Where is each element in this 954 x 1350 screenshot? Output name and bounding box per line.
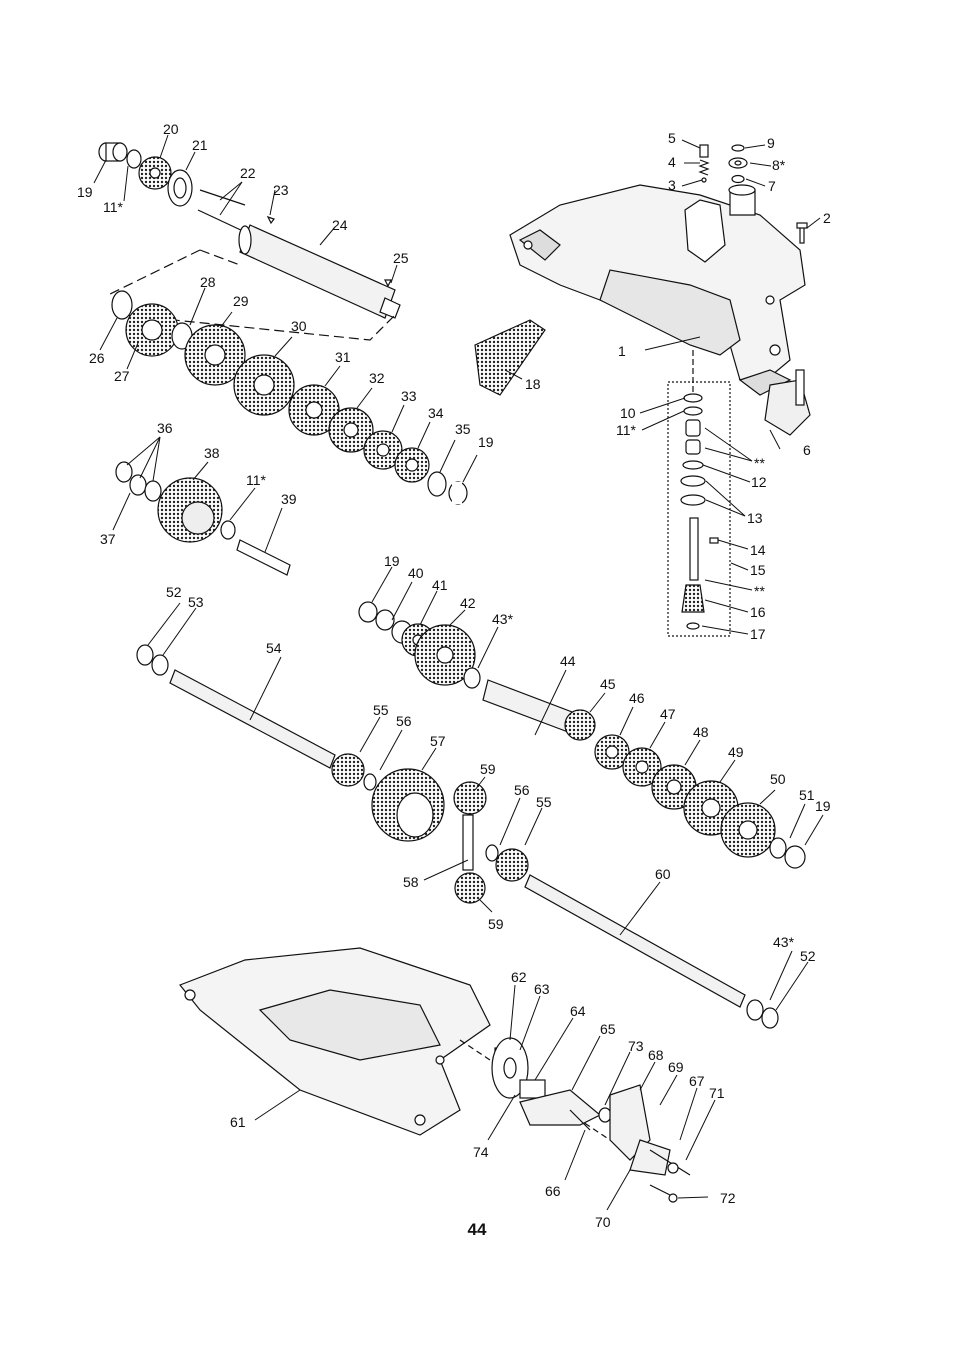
label-part-47: 47	[660, 706, 676, 722]
label-part-46: 46	[629, 690, 645, 706]
label-part-67: 67	[689, 1073, 705, 1089]
label-part-54: 54	[266, 640, 282, 656]
label-part-26: 26	[89, 350, 105, 366]
vertical-shaft-assembly-drawing	[668, 350, 730, 636]
label-part-19-middle: 19	[384, 553, 400, 569]
label-part-43-middle: 43*	[492, 611, 514, 627]
label-part-10: 10	[620, 405, 636, 421]
label-part-18: 18	[525, 376, 541, 392]
label-part-49: 49	[728, 744, 744, 760]
label-part-61: 61	[230, 1114, 246, 1130]
label-part-9: 9	[767, 135, 775, 151]
label-part-14: 14	[750, 542, 766, 558]
label-part-50: 50	[770, 771, 786, 787]
label-part-41: 41	[432, 577, 448, 593]
label-part-55-left: 55	[373, 702, 389, 718]
label-part-19-right: 19	[815, 798, 831, 814]
label-part-56-right: 56	[514, 782, 530, 798]
label-part-59-top: 59	[480, 761, 496, 777]
label-part-52-right: 52	[800, 948, 816, 964]
label-part-51: 51	[799, 787, 815, 803]
label-part-64: 64	[570, 1003, 586, 1019]
label-part-35: 35	[455, 421, 471, 437]
label-part-36: 36	[157, 420, 173, 436]
label-part-33: 33	[401, 388, 417, 404]
label-part-66: 66	[545, 1183, 561, 1199]
label-part-38: 38	[204, 445, 220, 461]
label-part-29: 29	[233, 293, 249, 309]
label-part-74: 74	[473, 1144, 489, 1160]
label-part-53: 53	[188, 594, 204, 610]
parts-artwork	[99, 143, 810, 1202]
label-part-27: 27	[114, 368, 130, 384]
label-part-57: 57	[430, 733, 446, 749]
label-part-37: 37	[100, 531, 116, 547]
label-part-69: 69	[668, 1059, 684, 1075]
label-part-11-right: 11*	[616, 422, 637, 438]
upper-housing-drawing	[510, 185, 805, 395]
label-part-6: 6	[803, 442, 811, 458]
label-part-19-topleft: 19	[77, 184, 93, 200]
label-part-44: 44	[560, 653, 576, 669]
label-part-63: 63	[534, 981, 550, 997]
label-part-45: 45	[600, 676, 616, 692]
label-part-52-left: 52	[166, 584, 182, 600]
label-part-12: 12	[751, 474, 767, 490]
label-part-15: 15	[750, 562, 766, 578]
label-part-13: 13	[747, 510, 763, 526]
label-part-17: 17	[750, 626, 766, 642]
label-part-8: 8*	[772, 157, 786, 173]
label-part-3: 3	[668, 177, 676, 193]
dashed-bracket	[108, 250, 240, 295]
label-part-42: 42	[460, 595, 476, 611]
label-part-73: 73	[628, 1038, 644, 1054]
label-part-48: 48	[693, 724, 709, 740]
label-part-31: 31	[335, 349, 351, 365]
label-part-21: 21	[192, 137, 208, 153]
lower-housing-drawing	[180, 948, 490, 1135]
label-part-68: 68	[648, 1047, 664, 1063]
label-part-60: 60	[655, 866, 671, 882]
label-part-20: 20	[163, 121, 179, 137]
label-part-11-cluster: 11*	[246, 472, 267, 488]
label-part-4: 4	[668, 154, 676, 170]
label-part-43-right: 43*	[773, 934, 795, 950]
label-part-7: 7	[768, 178, 776, 194]
label-part-65: 65	[600, 1021, 616, 1037]
label-part-25: 25	[393, 250, 409, 266]
label-part-32: 32	[369, 370, 385, 386]
label-part-71: 71	[709, 1085, 725, 1101]
label-part-58: 58	[403, 874, 419, 890]
page-number: 44	[0, 1220, 954, 1240]
label-part-1: 1	[618, 343, 626, 359]
label-part-23: 23	[273, 182, 289, 198]
label-part-62: 62	[511, 969, 527, 985]
label-part-22: 22	[240, 165, 256, 181]
label-double-star-bottom: **	[754, 583, 765, 599]
label-part-16: 16	[750, 604, 766, 620]
label-part-28: 28	[200, 274, 216, 290]
label-part-56-left: 56	[396, 713, 412, 729]
label-part-30: 30	[291, 318, 307, 334]
label-double-star-top: **	[754, 455, 765, 471]
label-part-72: 72	[720, 1190, 736, 1206]
label-part-39: 39	[281, 491, 297, 507]
label-part-34: 34	[428, 405, 444, 421]
label-part-11-topleft: 11*	[103, 199, 124, 215]
label-part-19-row: 19	[478, 434, 494, 450]
label-part-59-bottom: 59	[488, 916, 504, 932]
label-part-40: 40	[408, 565, 424, 581]
label-part-5: 5	[668, 130, 676, 146]
label-part-2: 2	[823, 210, 831, 226]
label-part-24: 24	[332, 217, 348, 233]
label-part-55-right: 55	[536, 794, 552, 810]
